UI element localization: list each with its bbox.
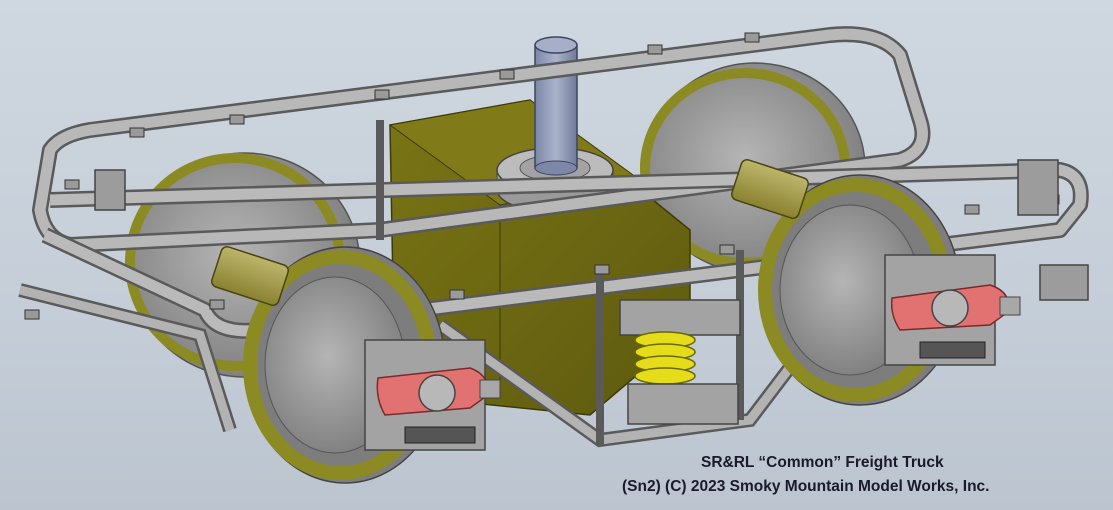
truck-frame <box>18 26 1089 450</box>
caption-title: SR&RL “Common” Freight Truck <box>701 454 944 471</box>
king-pin <box>534 36 578 176</box>
bolster-spring <box>619 299 741 425</box>
caption-credit: (Sn2) (C) 2023 Smoky Mountain Model Work… <box>622 478 990 495</box>
axle-left <box>211 246 289 306</box>
frame-end-caps <box>94 159 1089 301</box>
journal-box-right <box>884 254 1021 366</box>
axle-right <box>731 159 809 219</box>
journal-box-left <box>364 339 501 451</box>
